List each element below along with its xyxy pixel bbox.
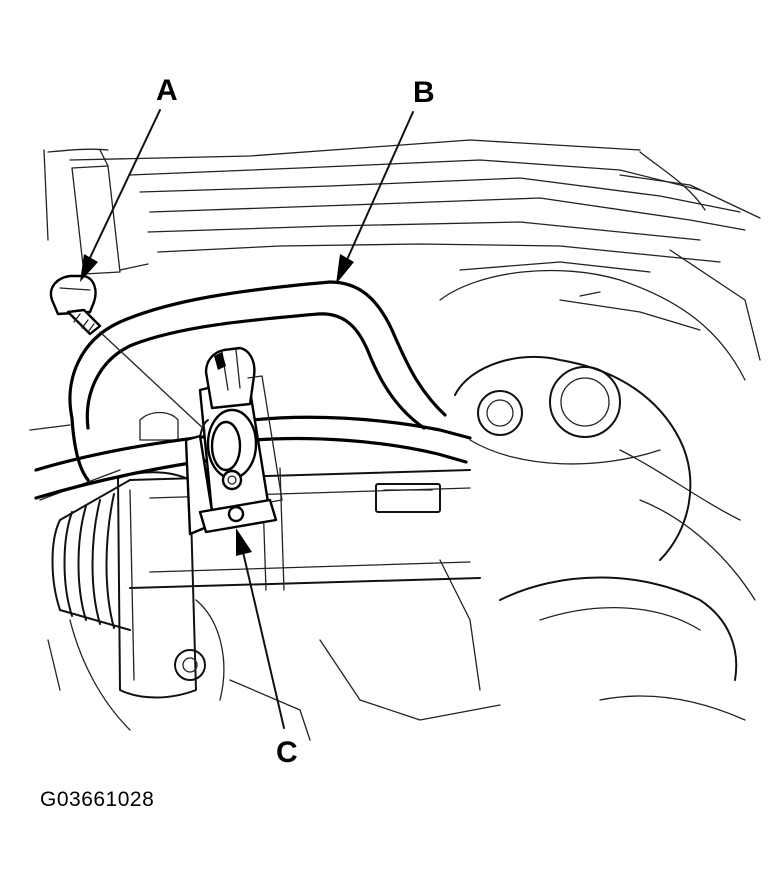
leader-c bbox=[242, 551, 285, 729]
bushing-bracket bbox=[184, 346, 283, 536]
callout-label-c: C bbox=[276, 736, 298, 769]
arrowhead-c bbox=[236, 528, 252, 556]
arrowhead-b bbox=[336, 254, 354, 284]
figure-id: G03661028 bbox=[40, 788, 155, 811]
arrowhead-a bbox=[80, 254, 98, 282]
callout-label-a: A bbox=[156, 74, 178, 107]
callout-label-b: B bbox=[413, 76, 435, 109]
callout-leaders bbox=[80, 109, 414, 729]
leader-a bbox=[87, 109, 161, 263]
bolt bbox=[49, 274, 206, 431]
background-structure bbox=[29, 139, 761, 741]
leader-b bbox=[345, 111, 414, 263]
